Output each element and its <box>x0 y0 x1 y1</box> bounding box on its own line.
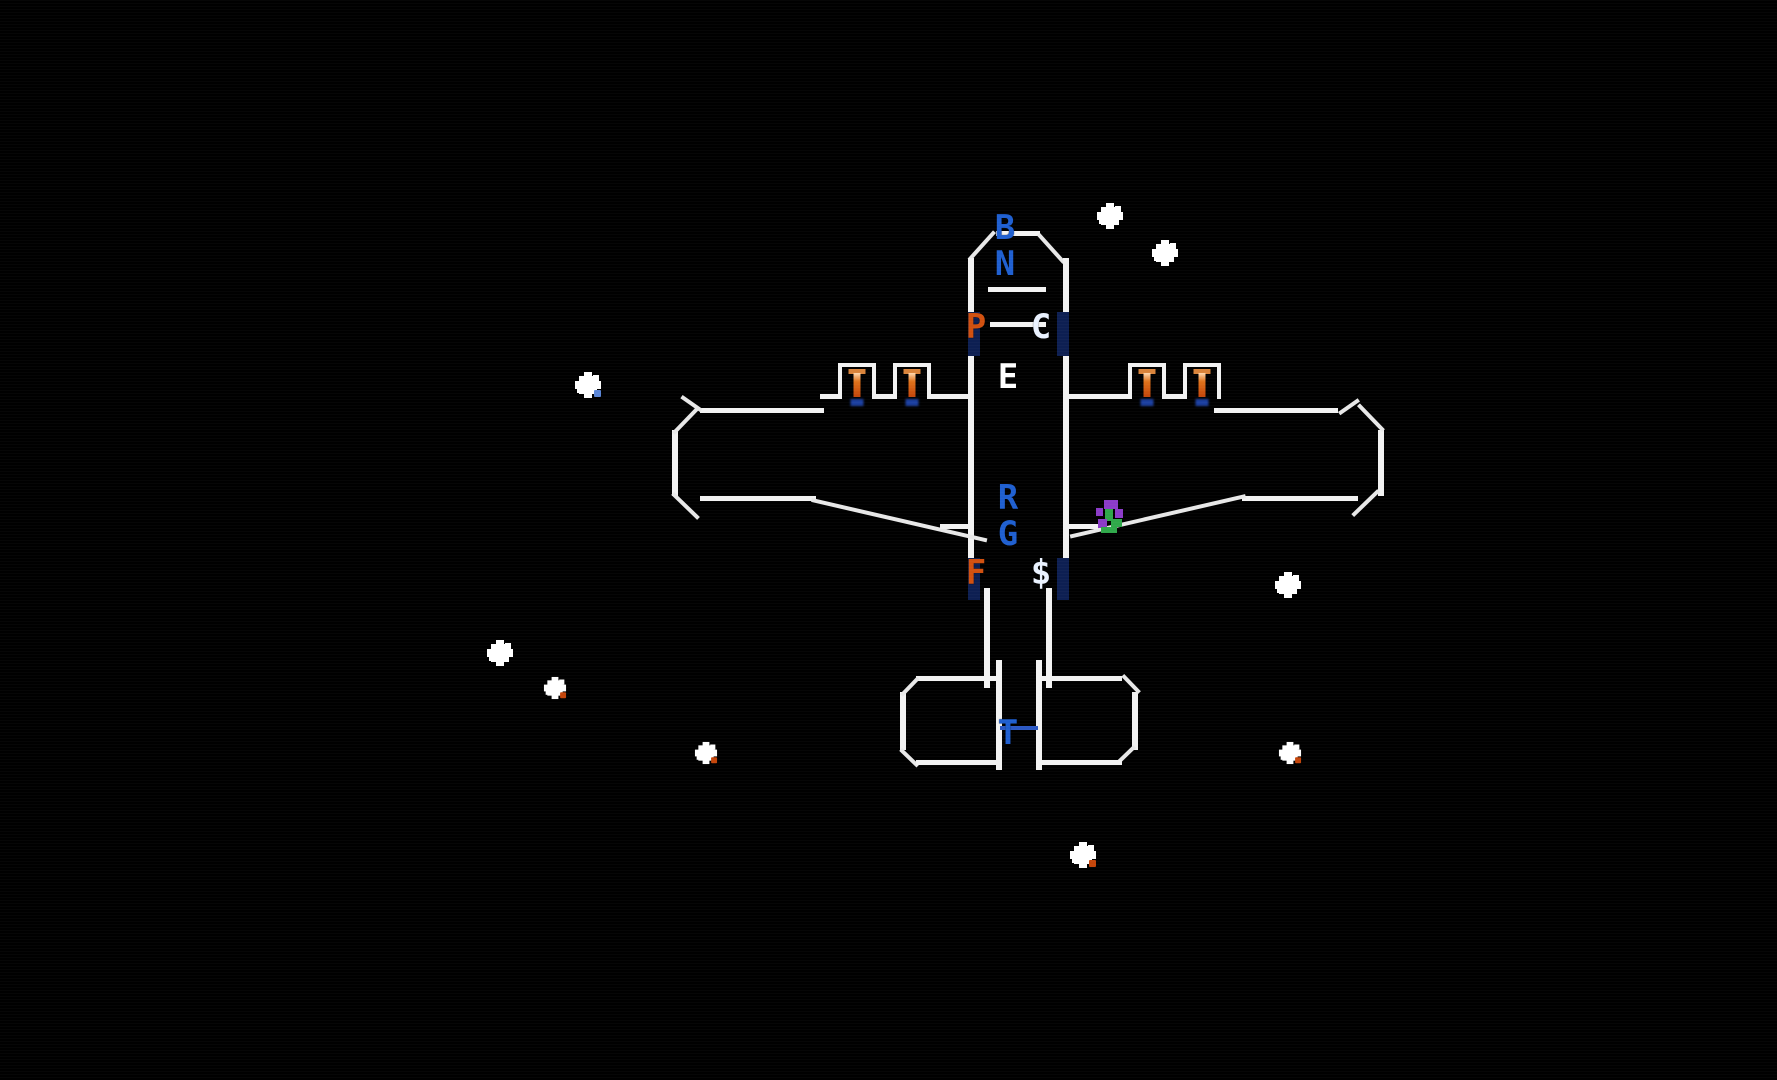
enemy-leg-left <box>1098 519 1107 528</box>
engine-cowl <box>903 369 921 374</box>
engine-exhaust-glow <box>905 399 919 406</box>
wing-right-tip-lower <box>1351 489 1380 518</box>
station-pilot[interactable]: P <box>965 307 987 347</box>
tail-left-leading <box>916 676 1000 681</box>
engine-exhaust-glow <box>1140 399 1154 406</box>
tail-left-tip-upper <box>900 676 920 697</box>
tail-rear-cap-right <box>1104 760 1122 765</box>
flak-particle <box>1097 203 1123 229</box>
enemy-arm-right <box>1115 509 1123 518</box>
flak-particle <box>1278 741 1302 765</box>
nose-tip-line <box>996 231 1040 236</box>
wing-leading-edge-right-outer <box>1214 408 1338 413</box>
wing-left-tip <box>672 430 678 496</box>
flak-particle <box>487 640 513 666</box>
engine-cowl <box>1193 369 1211 374</box>
flak-particle <box>575 372 601 398</box>
station-block-pilot <box>968 312 980 356</box>
wing-leading-edge-left-outer <box>700 408 824 413</box>
tail-right-tip <box>1132 692 1138 750</box>
station-block-flight-engineer <box>968 558 980 600</box>
tail-right-leading <box>1038 676 1122 681</box>
enemy-torso <box>1105 509 1113 521</box>
enemy-leg-right <box>1111 519 1122 527</box>
station-engineer[interactable]: E <box>997 357 1019 397</box>
station-radio[interactable]: R <box>997 478 1019 518</box>
enemy-fighter-sprite[interactable] <box>1095 500 1125 534</box>
engine-nacelle-3[interactable] <box>1128 363 1166 406</box>
flak-particle <box>1275 572 1301 598</box>
boom-right-rail <box>1046 588 1052 688</box>
cockpit-divider-line <box>990 322 1046 327</box>
fuselage-right-rail-mid <box>1063 334 1069 588</box>
station-block-copilot <box>1057 312 1069 356</box>
fuselage-left-rail-mid <box>968 334 974 588</box>
enemy-arm-left <box>1096 508 1103 516</box>
tail-right-tip-upper <box>1121 673 1141 694</box>
engine-cowl <box>848 369 866 374</box>
tail-gun-bar <box>1000 726 1038 730</box>
engine-nacelle-1[interactable] <box>838 363 876 406</box>
tail-right-trailing <box>1038 760 1122 765</box>
enemy-head <box>1104 500 1118 509</box>
wing-left-tip-upper <box>672 406 700 435</box>
nose-right-diagonal <box>1037 233 1066 264</box>
tail-right-root <box>1036 676 1042 766</box>
nose-bay-divider <box>988 287 1046 292</box>
tail-left-tip <box>900 692 906 750</box>
wing-trailing-edge-right-outer <box>1242 496 1358 501</box>
wing-right-tip <box>1378 430 1384 496</box>
station-tail-gunner[interactable]: T <box>997 713 1019 753</box>
fuselage-right-rail-upper <box>1063 258 1069 334</box>
enemy-base <box>1101 527 1117 533</box>
tail-left-trailing <box>916 760 1000 765</box>
engine-cowl <box>1138 369 1156 374</box>
flak-particle <box>1070 842 1096 868</box>
wing-root-right-line <box>1066 524 1098 529</box>
engine-flame <box>908 373 916 397</box>
flak-particle <box>543 676 567 700</box>
boom-left-rail <box>984 588 990 688</box>
station-navigator[interactable]: N <box>994 244 1016 284</box>
flak-particle <box>1152 240 1178 266</box>
engine-nacelle-4[interactable] <box>1183 363 1221 406</box>
station-gunner[interactable]: G <box>997 514 1019 554</box>
engine-flame <box>1198 373 1206 397</box>
engine-flame <box>1143 373 1151 397</box>
engine-nacelle-2[interactable] <box>893 363 931 406</box>
tail-left-root <box>996 676 1002 766</box>
tail-rear-cap-left <box>916 760 934 765</box>
flak-particle <box>694 741 718 765</box>
station-side-gunner[interactable]: $ <box>1030 553 1052 593</box>
station-copilot[interactable]: C <box>1030 307 1052 347</box>
engine-exhaust-glow <box>1195 399 1209 406</box>
station-flight-engineer[interactable]: F <box>965 553 987 593</box>
station-bombardier[interactable]: B <box>994 208 1016 248</box>
engine-flame <box>853 373 861 397</box>
fuselage-left-rail-upper <box>968 258 974 334</box>
station-block-side-gunner <box>1057 558 1069 600</box>
wing-right-tip-upper <box>1356 403 1385 432</box>
wing-root-left-line <box>940 524 972 529</box>
wing-left-tip-lower <box>671 492 700 520</box>
wing-trailing-edge-left-outer <box>700 496 816 501</box>
engine-exhaust-glow <box>850 399 864 406</box>
wing-trailing-left-sweep <box>811 498 988 543</box>
